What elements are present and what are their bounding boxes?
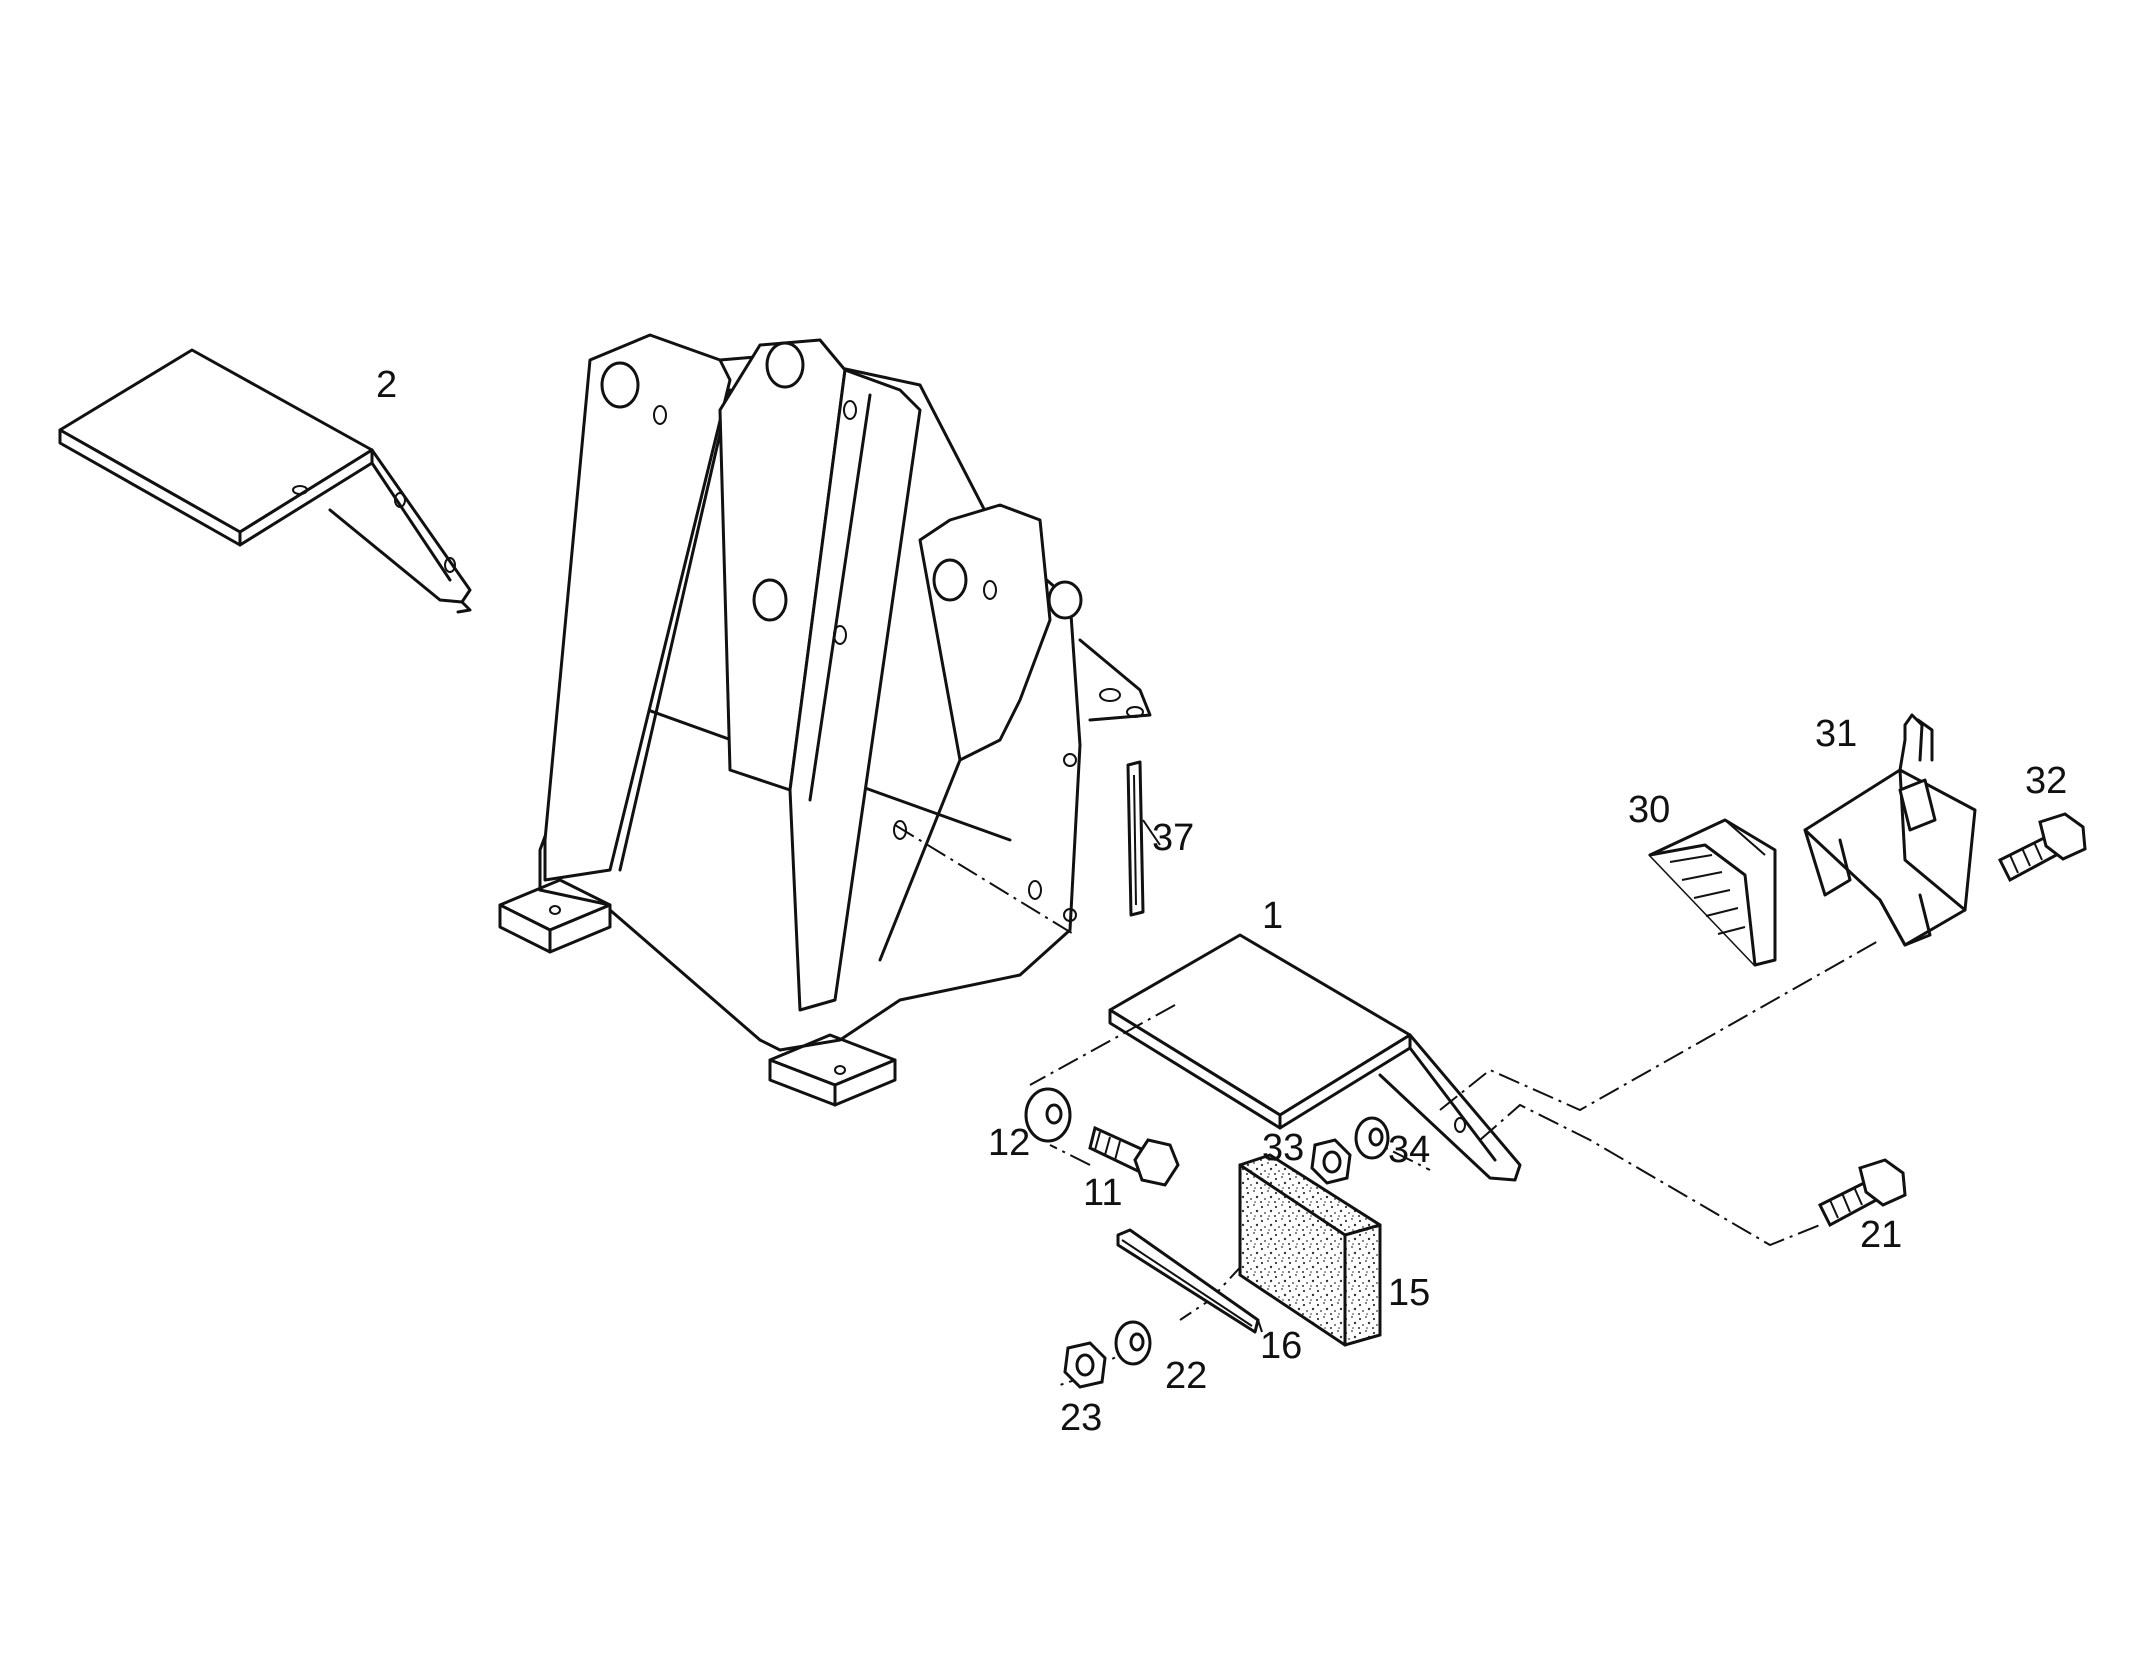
hardware xyxy=(1024,812,2087,1389)
bolt-21 xyxy=(1817,1158,1907,1228)
callout-23: 23 xyxy=(1060,1397,1102,1439)
callout-31: 31 xyxy=(1815,713,1857,755)
callout-34: 34 xyxy=(1388,1129,1430,1171)
step-plate-lower xyxy=(1108,933,1522,1182)
callout-16: 16 xyxy=(1260,1325,1302,1367)
part-37-strip xyxy=(1126,760,1161,917)
main-frame xyxy=(498,333,1152,1107)
callout-2: 2 xyxy=(376,364,397,406)
callout-37: 37 xyxy=(1152,817,1194,859)
callout-30: 30 xyxy=(1628,789,1670,831)
step-plate-upper xyxy=(58,348,472,614)
callout-21: 21 xyxy=(1860,1214,1902,1256)
part-16-strip xyxy=(1116,1228,1263,1334)
nut-23 xyxy=(1063,1341,1107,1389)
bolt-11 xyxy=(1088,1125,1180,1187)
callout-33: 33 xyxy=(1262,1127,1304,1169)
nut-33 xyxy=(1310,1138,1352,1185)
part-31-bracket xyxy=(1803,713,1977,947)
part-30-chock xyxy=(1648,818,1777,967)
part-15-pad xyxy=(1238,1153,1382,1347)
callout-11: 11 xyxy=(1083,1172,1122,1214)
callout-12: 12 xyxy=(988,1122,1030,1164)
callout-labels: 1 2 11 12 15 16 21 22 23 30 31 32 33 34 … xyxy=(376,364,2067,1439)
bolt-32 xyxy=(1997,812,2087,883)
callout-1: 1 xyxy=(1262,895,1283,937)
callout-32: 32 xyxy=(2025,760,2067,802)
callout-22: 22 xyxy=(1165,1355,1207,1397)
callout-15: 15 xyxy=(1388,1272,1430,1314)
